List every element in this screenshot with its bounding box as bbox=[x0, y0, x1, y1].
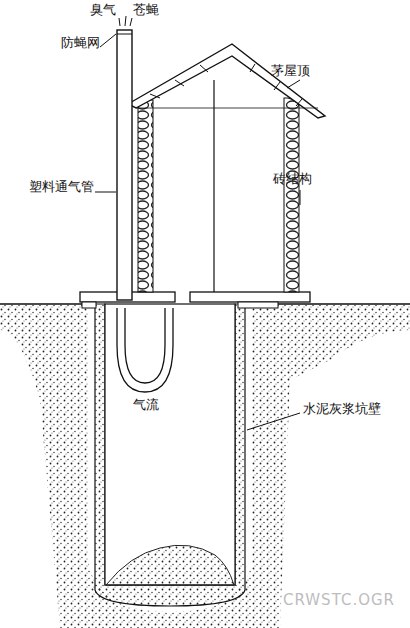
watermark: CRWSTC.OGR bbox=[282, 592, 396, 609]
odor-label: 臭气 bbox=[89, 3, 117, 17]
fly-screen-label: 防蝇网 bbox=[60, 36, 101, 50]
brick-wall-label: 砖结构 bbox=[272, 172, 313, 186]
fly-label: 苍蝇 bbox=[132, 3, 160, 17]
vent-pipe-label: 塑料通气管 bbox=[28, 180, 95, 194]
thatch-roof-label: 茅屋顶 bbox=[270, 64, 311, 78]
airflow-label: 气流 bbox=[132, 398, 160, 412]
pit-wall-label: 水泥灰浆坑壁 bbox=[302, 402, 382, 416]
